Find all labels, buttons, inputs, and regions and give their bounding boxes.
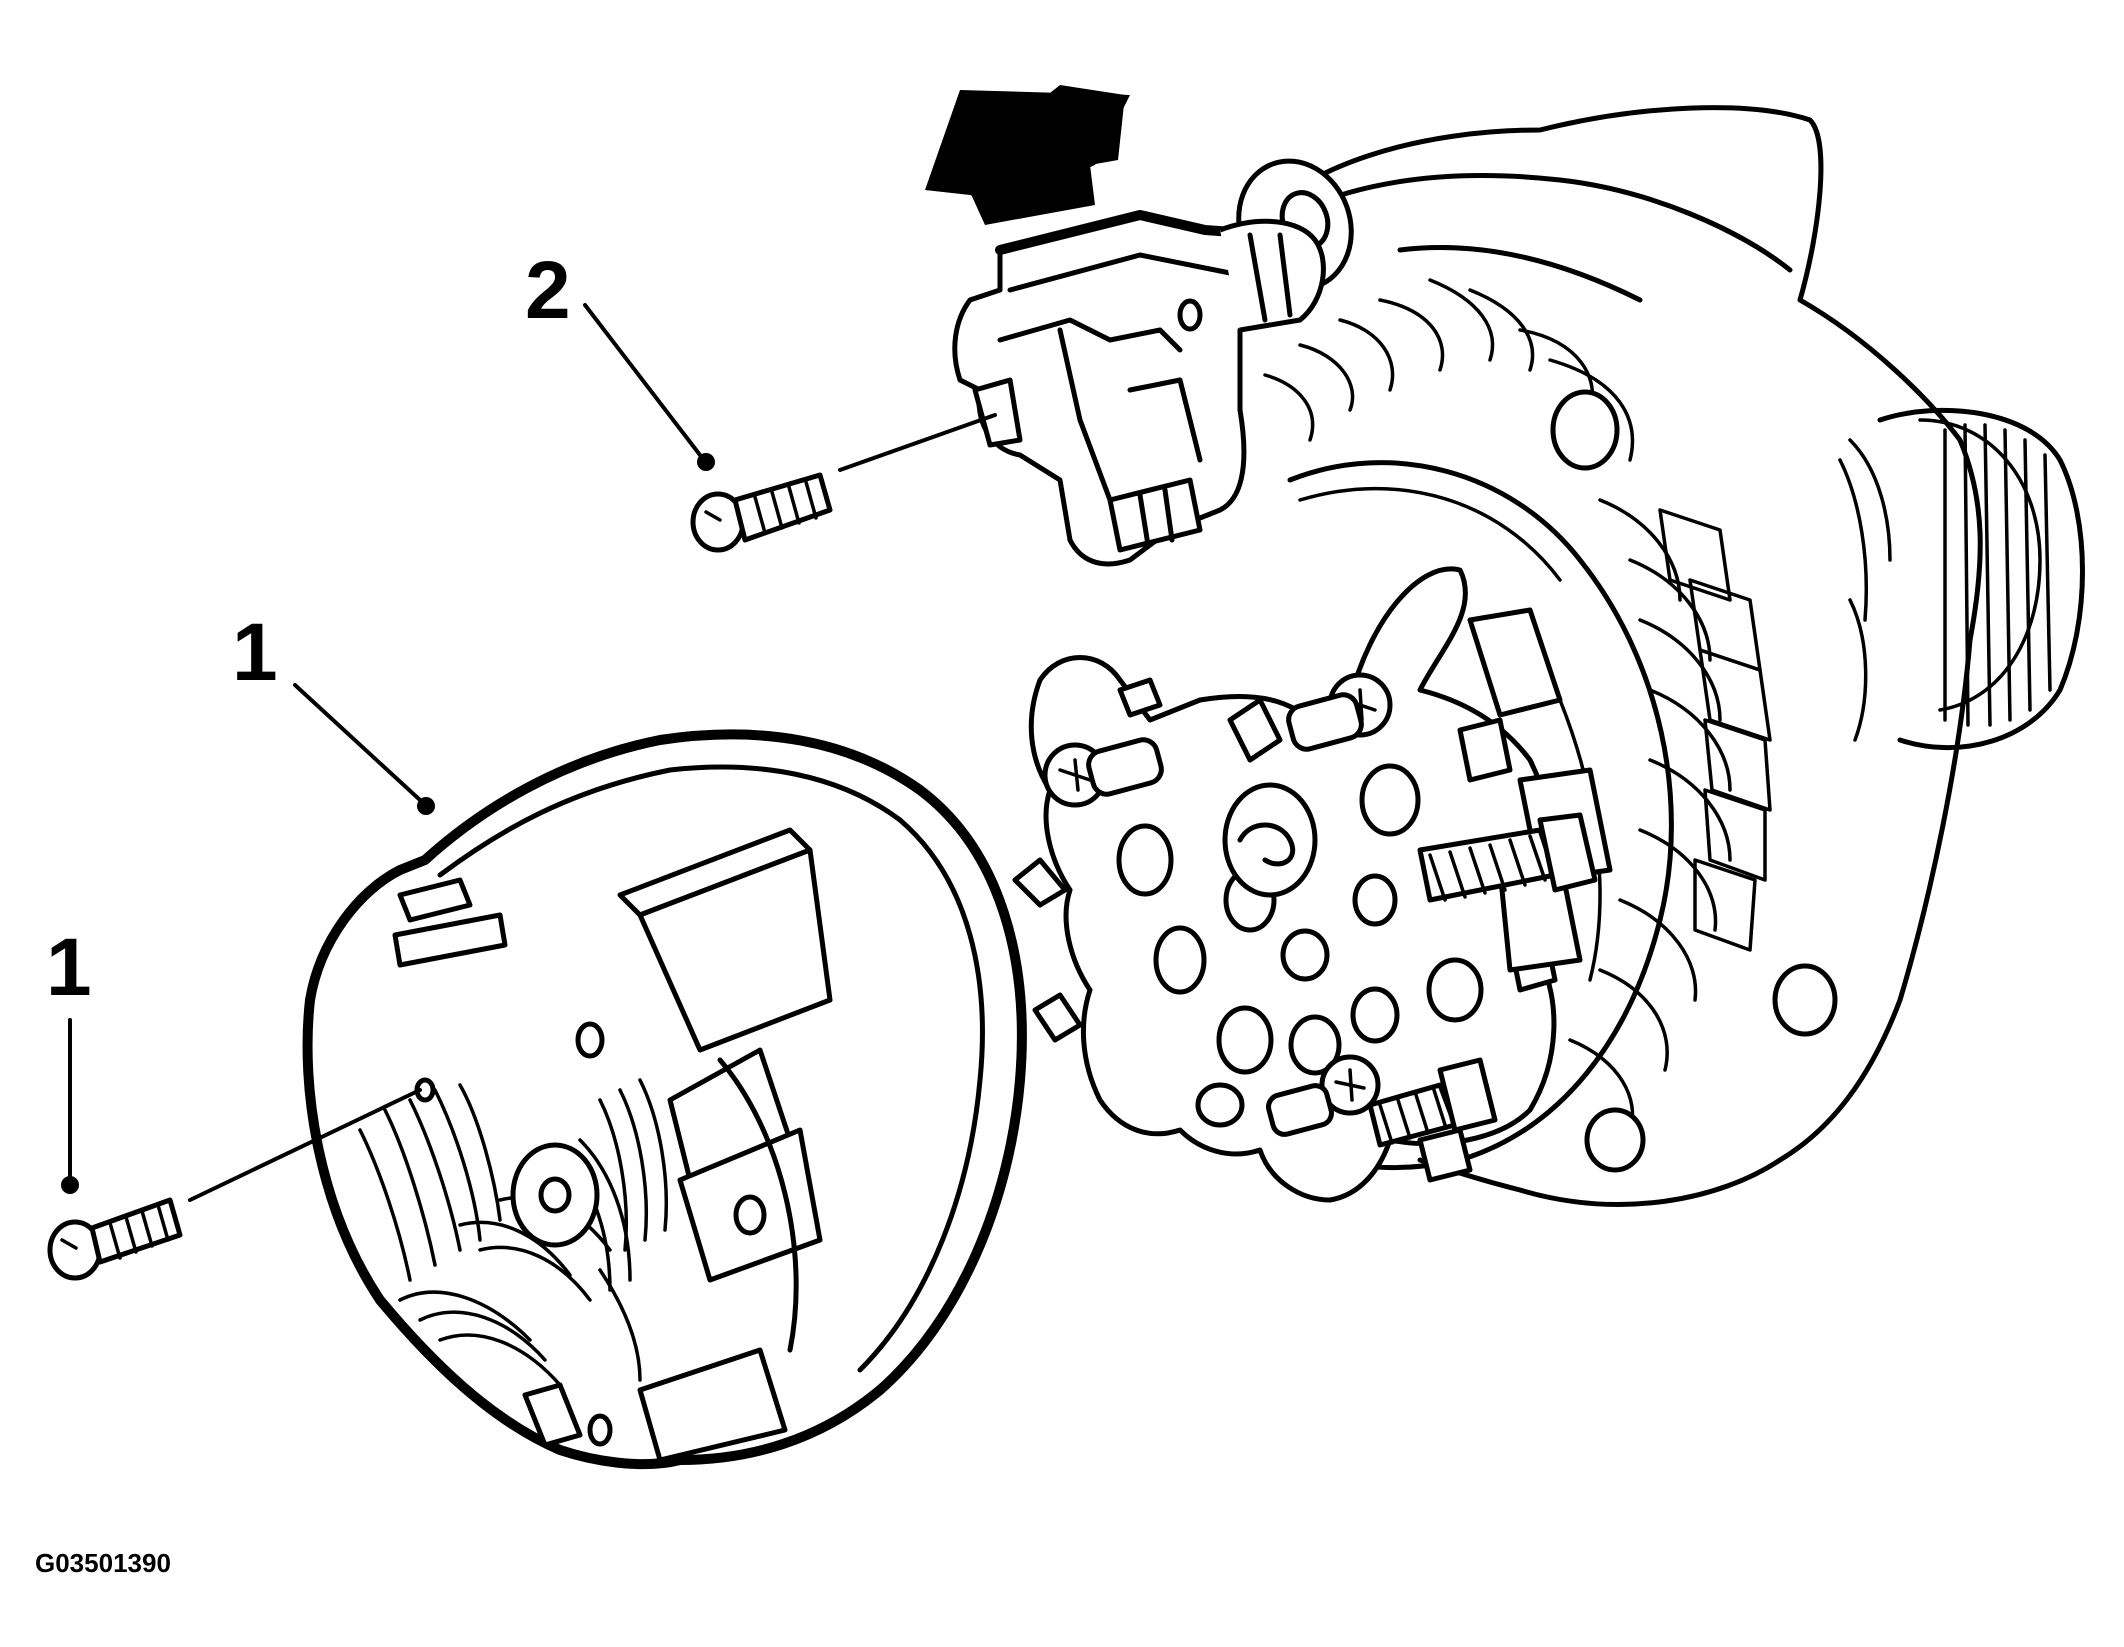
rectifier-plate (1028, 566, 1613, 1203)
alternator-body (1012, 105, 2085, 1207)
cover-vents (358, 1078, 669, 1387)
callout-1-cover: 1 (232, 607, 278, 698)
leader-lines (61, 303, 997, 1202)
callout-2: 2 (525, 245, 571, 336)
cooling-fins (1263, 278, 1772, 1132)
screw-item-2 (690, 472, 833, 553)
removal-direction-arrow (925, 85, 1130, 225)
terminal-screws (1042, 672, 1393, 1137)
callout-1-screw: 1 (46, 922, 92, 1013)
figure-id: G03501390 (35, 1548, 171, 1578)
screw-item-1 (47, 1197, 183, 1281)
pulley (1838, 407, 2085, 751)
threaded-studs (1367, 812, 1598, 1148)
voltage-regulator (952, 210, 1326, 567)
rear-cover (302, 729, 1027, 1470)
